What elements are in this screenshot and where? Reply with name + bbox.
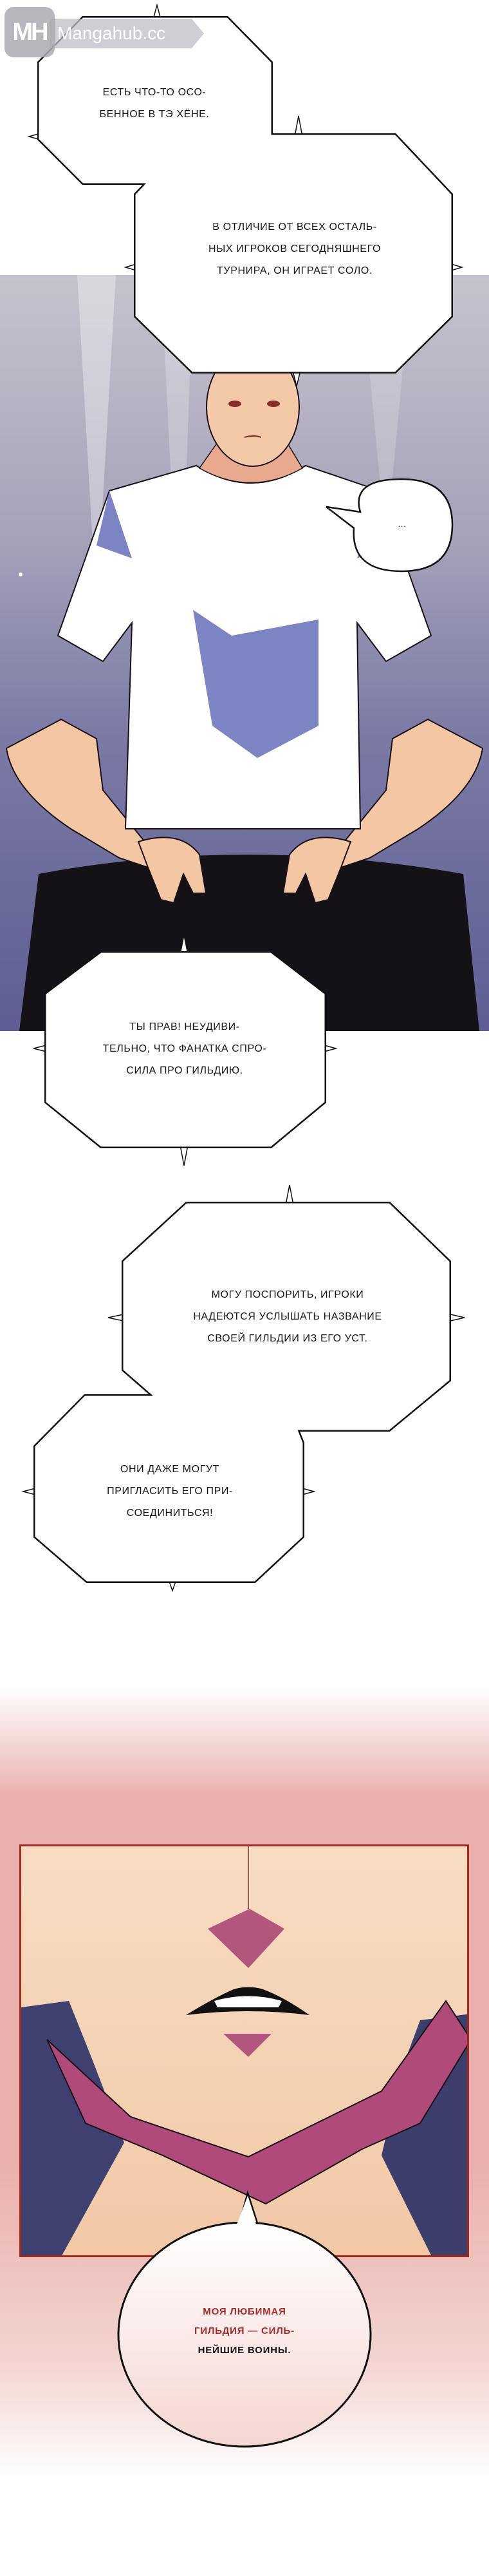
panel-face-closeup: [19, 1844, 469, 2257]
light-ray: [77, 275, 116, 610]
bubble-6-text: Они даже могутпригласить его при-соедини…: [107, 1464, 233, 1519]
shirt-shadow: [193, 610, 318, 758]
light-ray: [161, 275, 193, 661]
bubble-2: [137, 137, 450, 370]
background-left: [21, 2001, 124, 2255]
watermark-site: Mangahub.cc: [50, 19, 204, 48]
bubble-6: [37, 1397, 301, 1580]
bubble-4: [48, 954, 323, 1145]
bubble-3: [326, 478, 454, 573]
bubble-5: [125, 1205, 448, 1428]
character-illustration: [0, 275, 489, 1031]
bubble-7-text: Моя любимая гильдия — силь- нейшие воины…: [194, 2306, 295, 2356]
bubble-fills: [37, 19, 450, 1580]
bubble-5-text: Могу поспорить, игрокинадеются услышать …: [193, 1289, 382, 1344]
bubble-2-text: В отличие от всех осталь-ных игроков сег…: [208, 222, 382, 276]
neck-shadow: [46, 2000, 467, 2205]
bubble-4-text: Ты прав! Неудиви-тельно, что фанатка спр…: [102, 1021, 267, 1076]
bubble-3-text: ...: [398, 519, 407, 529]
lower-lip-shadow: [223, 2034, 272, 2057]
face-illustration: [21, 1846, 467, 2255]
nose-shadow: [208, 1909, 284, 1968]
watermark-logo: MH: [5, 7, 55, 57]
watermark: Mangahub.cc MH: [5, 7, 215, 57]
bubble-1-text: Есть что-то осо-бенное в Тэ Хёне.: [99, 87, 210, 120]
panel-character-sitting: [0, 275, 489, 1031]
